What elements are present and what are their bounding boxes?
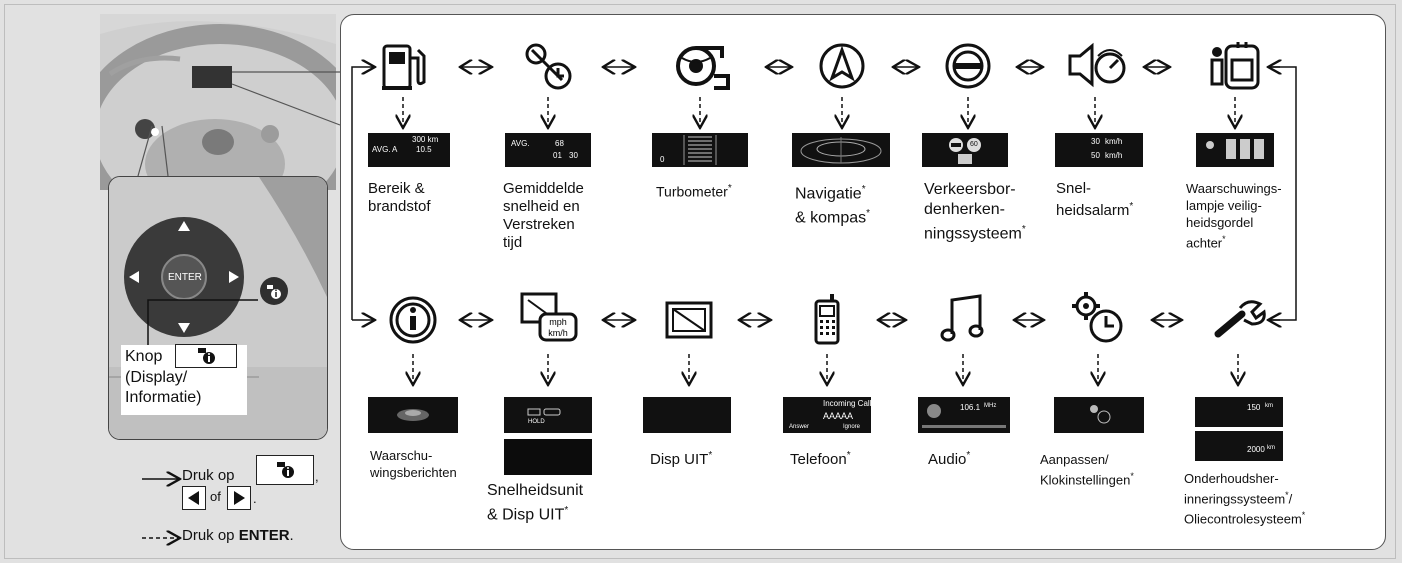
label-phone: Telefoon* — [790, 450, 851, 468]
speed-alarm-1-unit: km/h — [1105, 137, 1123, 146]
phone-incoming-call: Incoming Call — [823, 399, 872, 408]
oil-screen: 2000 km — [1195, 431, 1283, 461]
phone-ignore: Ignore — [843, 424, 861, 430]
traffic-sign-recognition-icon — [944, 42, 992, 95]
legend-comma: , — [315, 469, 319, 484]
avg-speed-time-icon — [522, 40, 574, 97]
label-maintenance-oil: Onderhoudsher- inneringssysteem*/Oliecon… — [1184, 471, 1306, 527]
range-top-value: 300 km — [412, 135, 439, 144]
legend-solid-text: Druk op — [182, 467, 235, 484]
avg-speed-screen: AVG. 68 01 30 — [505, 133, 591, 167]
speed-alarm-icon — [1066, 40, 1128, 95]
range-a-label: A — [392, 145, 398, 154]
oil-unit: km — [1267, 445, 1275, 451]
speed-unit-off-screen — [504, 439, 592, 475]
label-speed-alarm: Snel- heidsalarm* — [1056, 180, 1134, 219]
speed-alarm-screen: 30 km/h 50 km/h — [1055, 133, 1143, 167]
legend-right-button — [227, 486, 251, 510]
navigation-compass-icon — [818, 42, 866, 95]
speed-alarm-2: 50 — [1091, 151, 1100, 160]
fuel-icon — [380, 42, 430, 97]
label-avg-speed-time: Gemiddelde snelheid en Verstreken tijd — [503, 180, 584, 251]
range-avg-label: AVG. — [372, 145, 391, 154]
info-icon — [388, 295, 438, 350]
rear-seatbelt-screen — [1196, 133, 1274, 167]
svg-text:mph: mph — [549, 317, 567, 327]
audio-icon — [940, 294, 984, 349]
diagram-frame — [4, 4, 1396, 559]
maintenance-value: 150 — [1247, 403, 1261, 412]
legend-of-text: of — [210, 489, 221, 504]
label-speed-unit: Snelheidsunit & Disp UIT* — [487, 482, 584, 524]
phone-icon — [810, 293, 844, 350]
hold-label: HOLD — [528, 419, 545, 425]
traffic-sign-screen: 60 — [922, 133, 1008, 167]
steering-wheel-illustration — [100, 14, 336, 190]
warnings-screen — [368, 397, 458, 433]
label-range-fuel: Bereik & brandstof — [368, 180, 431, 215]
phone-screen: Incoming Call AAAAA Answer Ignore — [783, 397, 871, 433]
turbo-zero-label: 0 — [660, 155, 665, 164]
legend-period: . — [253, 491, 257, 506]
label-display-off: Disp UIT* — [650, 450, 713, 468]
display-off-screen — [643, 397, 731, 433]
knop-label-line2: (Display/ — [125, 369, 188, 386]
customize-screen — [1054, 397, 1144, 433]
label-navigation: Navigatie*& kompas* — [795, 184, 871, 227]
display-off-icon — [664, 300, 714, 345]
label-warnings: Waarschu- wingsberichten — [370, 448, 457, 480]
knop-label-line1: Knop — [125, 348, 163, 365]
knop-button-box — [175, 344, 237, 368]
display-info-button-icon — [262, 279, 286, 308]
turbometer-screen: 0 — [652, 133, 748, 167]
knop-label-line3: Informatie) — [125, 389, 202, 406]
enter-button-label: ENTER — [168, 272, 202, 283]
audio-frequency: 106.1 — [960, 403, 981, 412]
label-turbometer: Turbometer* — [656, 183, 732, 200]
maintenance-screen: 150 km — [1195, 397, 1283, 427]
oil-value: 2000 — [1247, 445, 1265, 454]
audio-screen: 106.1 MHz — [918, 397, 1010, 433]
speed-alarm-2-unit: km/h — [1105, 151, 1123, 160]
legend-left-button — [182, 486, 206, 510]
audio-unit: MHz — [984, 403, 997, 409]
phone-answer: Answer — [789, 424, 810, 430]
avg-time-minutes: 30 — [569, 151, 578, 160]
maintenance-unit: km — [1265, 403, 1273, 409]
label-customize-clock: Aanpassen/ Klokinstellingen* — [1040, 452, 1134, 488]
svg-text:km/h: km/h — [548, 328, 568, 338]
label-traffic-sign: Verkeersbor- denherken- ningssysteem* — [924, 181, 1026, 243]
avg-label: AVG. — [511, 139, 530, 148]
range-fuel-screen: 300 km AVG. A 10.5 — [368, 133, 450, 167]
legend-dashed-text: Druk op ENTER. — [182, 527, 294, 544]
label-rear-seatbelt: Waarschuwings- lampje veilig- heidsgorde… — [1186, 181, 1282, 251]
rear-seatbelt-icon — [1208, 40, 1262, 97]
range-avg-value: 10.5 — [416, 145, 432, 154]
speed-alarm-1: 30 — [1091, 137, 1100, 146]
avg-speed-value: 68 — [555, 139, 564, 148]
turbo-icon — [672, 40, 732, 97]
avg-time-hours: 01 — [553, 151, 562, 160]
speed-unit-screen: HOLD — [504, 397, 592, 433]
phone-caller-name: AAAAA — [823, 411, 854, 421]
label-audio: Audio* — [928, 450, 971, 468]
speed-limit-value: 60 — [970, 141, 978, 148]
customize-clock-icon — [1070, 290, 1126, 351]
wrench-icon — [1212, 298, 1266, 347]
navigation-screen — [792, 133, 890, 167]
legend-display-button-box — [256, 455, 314, 485]
